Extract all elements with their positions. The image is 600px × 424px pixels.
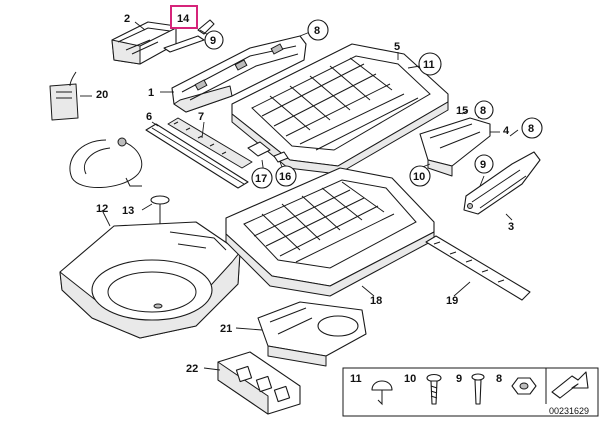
svg-text:16: 16 bbox=[279, 171, 291, 183]
callout-8-mid: 8 bbox=[474, 100, 494, 120]
callout-21: 21 bbox=[220, 323, 232, 335]
lower-tray-grid bbox=[253, 181, 395, 263]
svg-text:8: 8 bbox=[528, 123, 534, 135]
svg-text:9: 9 bbox=[480, 159, 486, 171]
svg-text:22: 22 bbox=[186, 363, 198, 375]
callout-2: 2 bbox=[124, 13, 130, 25]
svg-text:19: 19 bbox=[446, 295, 458, 307]
highlight-frame bbox=[170, 5, 198, 29]
svg-text:4: 4 bbox=[503, 125, 510, 137]
part-4-right-bracket bbox=[419, 117, 491, 177]
svg-text:12: 12 bbox=[96, 203, 108, 215]
callout-6: 6 bbox=[146, 111, 152, 123]
svg-text:9: 9 bbox=[210, 35, 216, 47]
callout-17: 17 bbox=[251, 167, 273, 189]
callout-1: 1 bbox=[148, 87, 154, 99]
svg-text:3: 3 bbox=[508, 221, 514, 233]
svg-text:5: 5 bbox=[394, 41, 400, 53]
svg-text:10: 10 bbox=[404, 373, 416, 385]
callout-14-highlighted: 14 bbox=[170, 5, 198, 29]
callout-8-right: 8 bbox=[521, 117, 543, 139]
upper-tray-grid bbox=[261, 57, 419, 151]
svg-text:8: 8 bbox=[314, 25, 320, 37]
part-18-lower-floor-tray bbox=[225, 167, 435, 297]
callout-5: 5 bbox=[394, 41, 400, 53]
svg-text:14: 14 bbox=[177, 13, 190, 25]
svg-text:18: 18 bbox=[370, 295, 382, 307]
svg-text:11: 11 bbox=[423, 59, 435, 71]
callout-7: 7 bbox=[198, 111, 204, 123]
callout-11: 11 bbox=[418, 52, 442, 76]
part-3-side-bracket bbox=[463, 151, 541, 215]
part-21-bracket bbox=[257, 301, 367, 367]
svg-text:1: 1 bbox=[148, 87, 154, 99]
callout-22: 22 bbox=[186, 363, 198, 375]
callout-9-top: 9 bbox=[204, 30, 224, 50]
part-16-clip bbox=[273, 151, 289, 163]
part-1-long-bracket bbox=[171, 35, 307, 113]
svg-text:7: 7 bbox=[198, 111, 204, 123]
callout-20: 20 bbox=[96, 89, 108, 101]
svg-text:9: 9 bbox=[456, 373, 462, 385]
svg-text:8: 8 bbox=[496, 373, 502, 385]
svg-text:2: 2 bbox=[124, 13, 130, 25]
callout-12: 12 bbox=[96, 203, 108, 215]
svg-text:20: 20 bbox=[96, 89, 108, 101]
arrow-icon bbox=[551, 371, 589, 399]
part-2-storage-box bbox=[111, 21, 177, 65]
callout-15: 15 bbox=[456, 105, 468, 117]
callout-10: 10 bbox=[409, 165, 431, 187]
diagram-code: 00231629 bbox=[549, 406, 589, 416]
callout-18: 18 bbox=[370, 295, 382, 307]
legend-item-8: 8 bbox=[496, 373, 537, 395]
callout-13: 13 bbox=[122, 205, 134, 217]
svg-text:17: 17 bbox=[255, 173, 267, 185]
part-6-side-rail bbox=[145, 123, 249, 189]
part-17-clip bbox=[247, 141, 271, 157]
part-22-box bbox=[217, 351, 301, 415]
callout-4: 4 bbox=[503, 125, 510, 137]
part-19-rail bbox=[425, 235, 531, 301]
callout-9-right: 9 bbox=[474, 154, 494, 174]
legend-item-10: 10 bbox=[404, 373, 442, 405]
svg-text:15: 15 bbox=[456, 105, 468, 117]
svg-text:21: 21 bbox=[220, 323, 232, 335]
hardware-legend: 11 10 9 8 00231629 bbox=[342, 367, 599, 417]
callout-8-top: 8 bbox=[307, 19, 329, 41]
callout-16: 16 bbox=[275, 165, 297, 187]
part-20-cable-set bbox=[49, 71, 143, 189]
legend-item-11: 11 bbox=[350, 373, 393, 406]
svg-text:6: 6 bbox=[146, 111, 152, 123]
part-12-spare-wheel-tray bbox=[59, 221, 241, 339]
legend-item-9: 9 bbox=[456, 373, 485, 405]
part-5-upper-floor-tray bbox=[231, 43, 449, 175]
svg-text:11: 11 bbox=[350, 373, 362, 385]
part-7-side-rail bbox=[167, 117, 253, 169]
callout-3: 3 bbox=[508, 221, 514, 233]
callout-19: 19 bbox=[446, 295, 458, 307]
svg-text:13: 13 bbox=[122, 205, 134, 217]
svg-text:8: 8 bbox=[480, 105, 486, 117]
part-14-strip bbox=[163, 19, 215, 53]
svg-text:10: 10 bbox=[413, 171, 425, 183]
